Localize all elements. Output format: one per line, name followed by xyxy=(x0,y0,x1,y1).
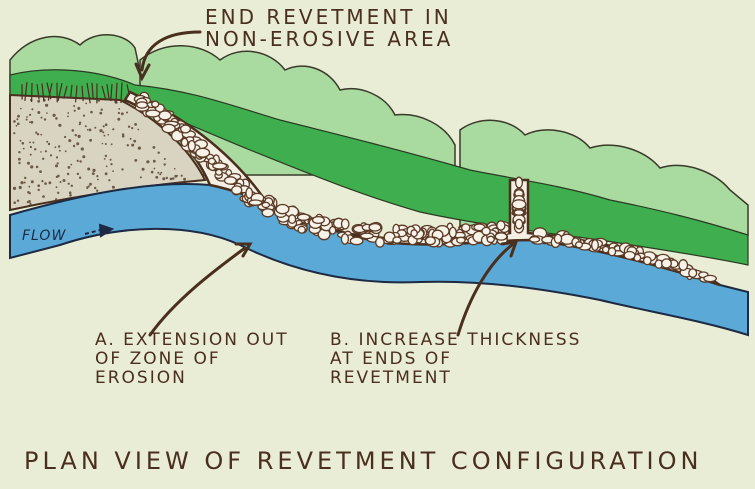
soil-bank xyxy=(9,93,207,212)
root-lines xyxy=(21,82,132,104)
label-extension: A. EXTENSION OUT OF ZONE OF EROSION xyxy=(95,330,289,389)
label-end-revetment: END REVETMENT IN NON-EROSIVE AREA xyxy=(205,5,454,52)
revetment-stones xyxy=(133,91,717,283)
soil-dots xyxy=(12,98,191,206)
dark-vegetation xyxy=(9,69,749,266)
flow-arrow xyxy=(84,223,115,238)
diagram-title: PLAN VIEW OF REVETMENT CONFIGURATION xyxy=(24,447,703,475)
label-flow: FLOW xyxy=(22,228,67,244)
label-increase-thickness: B. INCREASE THICKNESS AT ENDS OF REVETME… xyxy=(330,330,582,389)
pointer-arrows xyxy=(134,30,519,337)
